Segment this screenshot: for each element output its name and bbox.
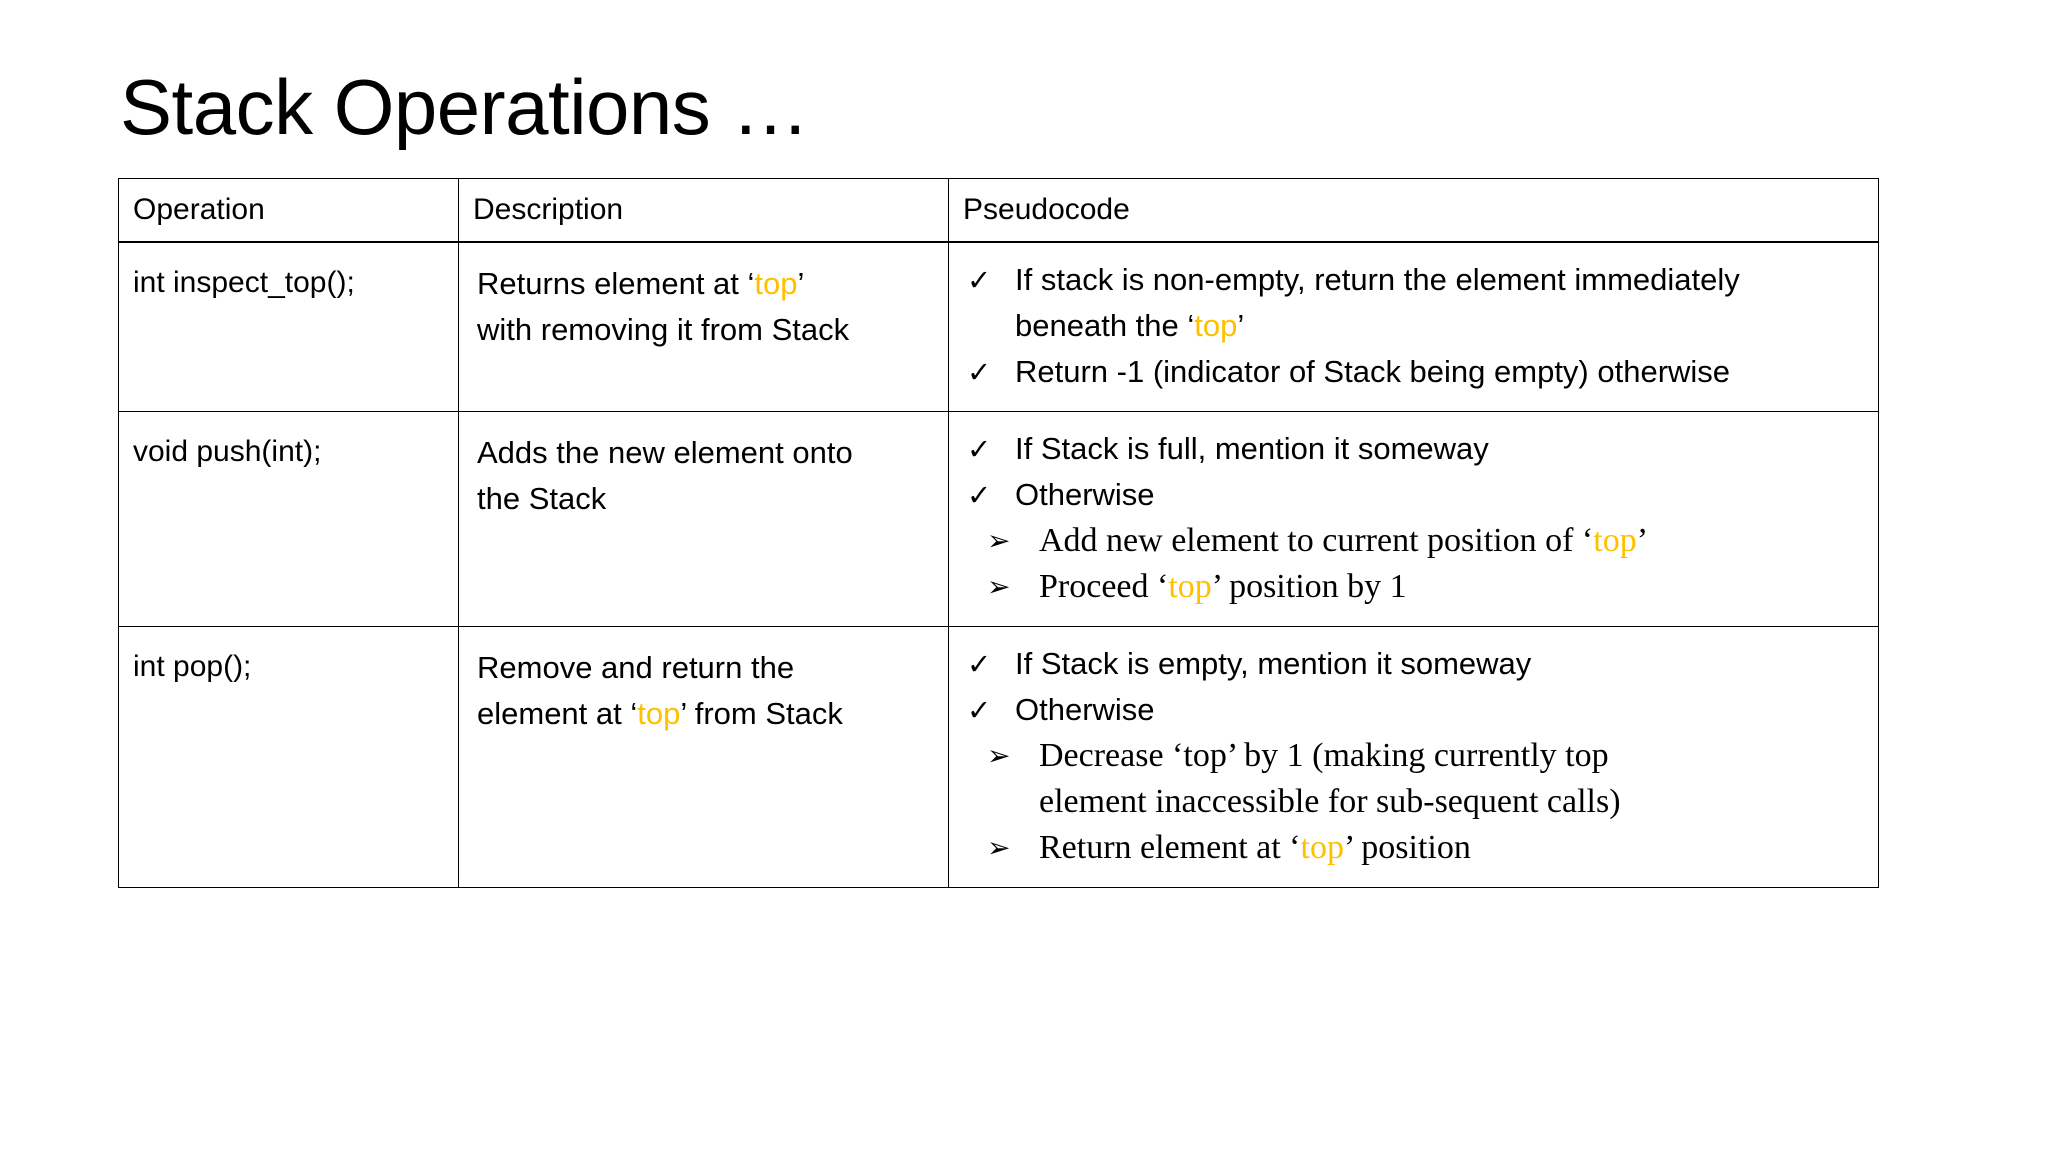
keyword-top: top <box>1593 522 1637 559</box>
column-header-operation: Operation <box>118 178 459 243</box>
stack-operations-table: Operation Description Pseudocode int ins… <box>118 178 1879 888</box>
pseudocode-text-segment: ’ <box>1237 308 1245 343</box>
check-icon: ✓ <box>967 647 992 681</box>
pseudocode-line: Return -1 (indicator of Stack being empt… <box>1015 354 1731 389</box>
pseudocode-text-segment: beneath the ‘ <box>1015 308 1195 343</box>
pseudocode-text-segment: ’ position by 1 <box>1211 568 1407 605</box>
description-text-segment: ’ <box>797 266 805 301</box>
cell-operation: void push(int); <box>118 411 459 627</box>
stack-operations-table-wrapper: Operation Description Pseudocode int ins… <box>118 178 1879 888</box>
description-line: Adds the new element onto <box>477 435 853 470</box>
keyword-top: top <box>754 266 798 301</box>
cell-pseudocode: ✓ If stack is non-empty, return the elem… <box>948 241 1879 412</box>
arrow-icon: ➢ <box>987 570 1011 603</box>
table-header-row: Operation Description Pseudocode <box>118 178 1879 243</box>
pseudocode-check-list: ✓ If Stack is full, mention it someway ✓… <box>963 426 1868 518</box>
check-icon: ✓ <box>967 478 992 512</box>
page-title: Stack Operations … <box>120 63 809 151</box>
list-item: ✓ Return -1 (indicator of Stack being em… <box>963 349 1868 395</box>
keyword-top: top <box>1168 568 1212 605</box>
pseudocode-text-segment: Proceed ‘ <box>1039 568 1169 605</box>
cell-pseudocode: ✓ If Stack is empty, mention it someway … <box>948 626 1879 888</box>
column-header-pseudocode-label: Pseudocode <box>963 193 1130 226</box>
pseudocode-line: Otherwise <box>1015 692 1155 727</box>
pseudocode-line: If Stack is empty, mention it someway <box>1015 646 1532 681</box>
check-icon: ✓ <box>967 355 992 389</box>
pseudocode-line: If stack is non-empty, return the elemen… <box>1015 262 1740 297</box>
keyword-top: top <box>637 696 681 731</box>
check-icon: ✓ <box>967 693 992 727</box>
list-item: ✓ If Stack is empty, mention it someway <box>963 641 1868 687</box>
table-row: int pop(); Remove and return the element… <box>118 626 1879 888</box>
column-header-operation-label: Operation <box>133 193 265 226</box>
table-row: int inspect_top(); Returns element at ‘t… <box>118 241 1879 412</box>
table-row: void push(int); Adds the new element ont… <box>118 411 1879 627</box>
keyword-top: top <box>1300 829 1344 866</box>
list-item: ➢ Add new element to current position of… <box>963 518 1868 564</box>
description-text-segment: Returns element at ‘ <box>477 266 755 301</box>
pseudocode-check-list: ✓ If stack is non-empty, return the elem… <box>963 257 1868 395</box>
description-text: Adds the new element onto the Stack <box>459 412 948 540</box>
column-header-description: Description <box>458 178 949 243</box>
cell-description: Adds the new element onto the Stack <box>458 411 949 627</box>
pseudocode-text-segment: ’ <box>1636 522 1649 559</box>
description-text-segment: element at ‘ <box>477 696 638 731</box>
check-icon: ✓ <box>967 263 992 297</box>
cell-operation: int pop(); <box>118 626 459 888</box>
list-item: ➢ Return element at ‘top’ position <box>963 825 1868 871</box>
pseudocode-line: beneath the ‘top’ <box>1015 303 1868 349</box>
pseudocode-text-segment: Return element at ‘ <box>1039 829 1301 866</box>
table-body: int inspect_top(); Returns element at ‘t… <box>118 241 1879 888</box>
pseudocode-block: ✓ If stack is non-empty, return the elem… <box>949 243 1878 411</box>
pseudocode-sub-list: ➢ Decrease ‘top’ by 1 (making currently … <box>963 733 1868 871</box>
list-item: ➢ Decrease ‘top’ by 1 (making currently … <box>963 733 1868 825</box>
operation-signature: void push(int); <box>133 435 322 468</box>
arrow-icon: ➢ <box>987 831 1011 864</box>
list-item: ➢ Proceed ‘top’ position by 1 <box>963 564 1868 610</box>
list-item: ✓ If Stack is full, mention it someway <box>963 426 1868 472</box>
description-line: with removing it from Stack <box>477 312 850 347</box>
pseudocode-check-list: ✓ If Stack is empty, mention it someway … <box>963 641 1868 733</box>
cell-pseudocode: ✓ If Stack is full, mention it someway ✓… <box>948 411 1879 627</box>
description-line: element at ‘top’ from Stack <box>477 691 934 737</box>
pseudocode-block: ✓ If Stack is full, mention it someway ✓… <box>949 412 1878 626</box>
pseudocode-text-segment: ’ position <box>1343 829 1471 866</box>
pseudocode-line: Decrease ‘top’ by 1 (making currently to… <box>1039 737 1609 774</box>
description-line: Remove and return the <box>477 650 795 685</box>
operation-signature: int inspect_top(); <box>133 266 355 299</box>
arrow-icon: ➢ <box>987 524 1011 557</box>
column-header-pseudocode: Pseudocode <box>948 178 1879 243</box>
pseudocode-text-segment: Add new element to current position of ‘ <box>1039 522 1594 559</box>
list-item: ✓ Otherwise <box>963 472 1868 518</box>
description-text: Remove and return the element at ‘top’ f… <box>459 627 948 755</box>
pseudocode-line: Otherwise <box>1015 477 1155 512</box>
check-icon: ✓ <box>967 432 992 466</box>
keyword-top: top <box>1194 308 1238 343</box>
description-line: the Stack <box>477 481 607 516</box>
description-line: Returns element at ‘top’ <box>477 261 934 307</box>
pseudocode-line: If Stack is full, mention it someway <box>1015 431 1489 466</box>
cell-operation: int inspect_top(); <box>118 241 459 412</box>
pseudocode-sub-list: ➢ Add new element to current position of… <box>963 518 1868 610</box>
cell-description: Remove and return the element at ‘top’ f… <box>458 626 949 888</box>
column-header-description-label: Description <box>473 193 624 226</box>
description-text-segment: ’ from Stack <box>680 696 843 731</box>
arrow-icon: ➢ <box>987 739 1011 772</box>
list-item: ✓ Otherwise <box>963 687 1868 733</box>
operation-signature: int pop(); <box>133 650 252 683</box>
table-header: Operation Description Pseudocode <box>118 178 1879 243</box>
list-item: ✓ If stack is non-empty, return the elem… <box>963 257 1868 349</box>
pseudocode-line: element inaccessible for sub-sequent cal… <box>1039 783 1621 820</box>
cell-description: Returns element at ‘top’ with removing i… <box>458 241 949 412</box>
pseudocode-block: ✓ If Stack is empty, mention it someway … <box>949 627 1878 887</box>
description-text: Returns element at ‘top’ with removing i… <box>459 243 948 371</box>
